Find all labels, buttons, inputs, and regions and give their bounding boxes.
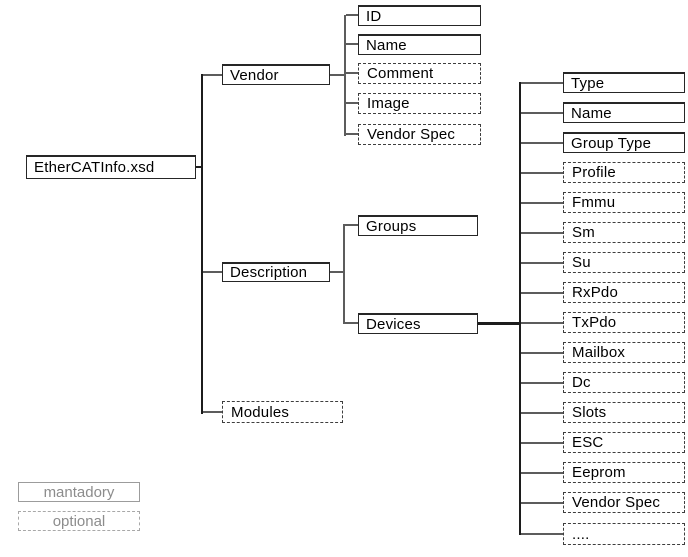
node-dev-name: Name: [563, 102, 685, 123]
node-modules: Modules: [222, 401, 343, 423]
node-su: Su: [563, 252, 685, 273]
node-rxpdo: RxPdo: [563, 282, 685, 303]
connector-line: [330, 74, 345, 76]
connector-line: [521, 172, 563, 174]
connector-line: [203, 74, 222, 76]
node-vendor: Vendor: [222, 64, 330, 85]
connector-line: [478, 322, 521, 325]
node-txpdo: TxPdo: [563, 312, 685, 333]
connector-line: [203, 411, 222, 413]
connector-line: [346, 133, 358, 135]
node-groups: Groups: [358, 215, 478, 236]
connector-line: [346, 43, 358, 45]
node-mailbox: Mailbox: [563, 342, 685, 363]
node-root: EtherCATInfo.xsd: [26, 155, 196, 179]
node-comment: Comment: [358, 63, 481, 84]
connector-line: [521, 292, 563, 294]
connector-line: [521, 472, 563, 474]
node-profile: Profile: [563, 162, 685, 183]
node-type: Type: [563, 72, 685, 93]
node-vendor-spec: Vendor Spec: [358, 124, 481, 145]
node-ellipsis: ....: [563, 523, 685, 545]
connector-line: [521, 352, 563, 354]
node-description: Description: [222, 262, 330, 282]
connector-line: [521, 533, 563, 535]
connector-line: [346, 14, 358, 16]
node-image: Image: [358, 93, 481, 114]
connector-line: [521, 442, 563, 444]
connector-line: [521, 322, 563, 324]
node-devices: Devices: [358, 313, 478, 334]
connector-line: [521, 232, 563, 234]
node-eeprom: Eeprom: [563, 462, 685, 483]
connector-line: [345, 224, 358, 226]
connector-line: [521, 412, 563, 414]
node-sm: Sm: [563, 222, 685, 243]
node-name: Name: [358, 34, 481, 55]
connector-line: [521, 382, 563, 384]
connector-line: [521, 112, 563, 114]
connector-line: [201, 74, 203, 414]
connector-line: [345, 322, 358, 324]
connector-line: [328, 271, 344, 273]
node-dc: Dc: [563, 372, 685, 393]
connector-line: [521, 142, 563, 144]
connector-line: [519, 82, 521, 535]
connector-line: [521, 262, 563, 264]
connector-line: [521, 82, 563, 84]
node-slots: Slots: [563, 402, 685, 423]
connector-line: [344, 15, 346, 136]
connector-line: [521, 502, 563, 504]
legend-mandatory: mantadory: [18, 482, 140, 502]
node-group-type: Group Type: [563, 132, 685, 153]
node-dev-vendor-spec: Vendor Spec: [563, 492, 685, 513]
connector-line: [521, 202, 563, 204]
connector-line: [203, 271, 222, 273]
node-id: ID: [358, 5, 481, 26]
connector-line: [346, 102, 358, 104]
connector-line: [196, 166, 203, 168]
connector-line: [346, 72, 358, 74]
legend-optional: optional: [18, 511, 140, 531]
node-fmmu: Fmmu: [563, 192, 685, 213]
node-esc: ESC: [563, 432, 685, 453]
connector-line: [343, 224, 345, 324]
